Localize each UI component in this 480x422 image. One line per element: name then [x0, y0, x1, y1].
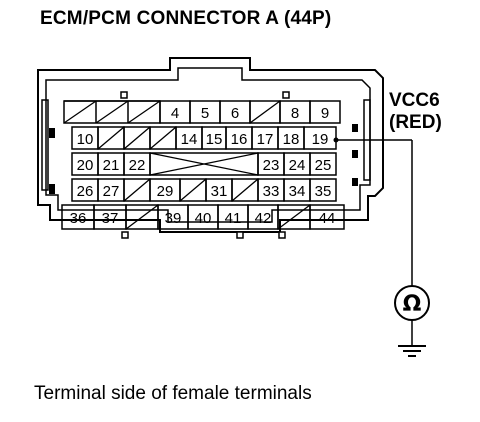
terminal-40: 40 [195, 210, 212, 227]
terminal-26: 26 [77, 183, 94, 200]
wire-color: (RED) [389, 112, 442, 133]
ground-icon [398, 345, 426, 357]
terminal-31: 31 [211, 183, 228, 200]
terminal-39: 39 [165, 210, 182, 227]
terminal-22: 22 [129, 157, 146, 174]
terminal-34: 34 [289, 183, 306, 200]
left-latch [41, 99, 49, 191]
terminal-8: 8 [291, 105, 299, 122]
terminal-25: 25 [315, 157, 332, 174]
terminal-15: 15 [206, 131, 223, 148]
signal-name: VCC6 [389, 90, 440, 111]
terminal-41: 41 [225, 210, 242, 227]
test-lead-wire [336, 139, 413, 346]
terminal-42: 42 [255, 210, 272, 227]
terminal-23: 23 [263, 157, 280, 174]
terminal-44: 44 [319, 210, 336, 227]
connector-housing-inner [45, 67, 371, 223]
terminal-5: 5 [201, 105, 209, 122]
terminal-grid [61, 100, 345, 230]
terminal-35: 35 [315, 183, 332, 200]
terminal-36: 36 [70, 210, 87, 227]
terminal-6: 6 [231, 105, 239, 122]
terminal-10: 10 [77, 131, 94, 148]
terminal-16: 16 [231, 131, 248, 148]
terminal-14: 14 [181, 131, 198, 148]
terminal-18: 18 [283, 131, 300, 148]
diagram-caption: Terminal side of female terminals [34, 383, 312, 404]
blank-cell-marks [63, 100, 311, 230]
terminal-37: 37 [102, 210, 119, 227]
ohm-meter-icon: Ω [394, 285, 430, 321]
terminal-19: 19 [312, 131, 329, 148]
terminal-27: 27 [103, 183, 120, 200]
latch-tabs [49, 124, 358, 194]
terminal-33: 33 [263, 183, 280, 200]
terminal-24: 24 [289, 157, 306, 174]
terminal-9: 9 [321, 105, 329, 122]
terminal-20: 20 [77, 157, 94, 174]
connector-housing-outer [37, 57, 384, 233]
svg-text:Ω: Ω [403, 292, 422, 317]
signal-label: VCC6 (RED) [389, 90, 442, 134]
terminal-29: 29 [157, 183, 174, 200]
terminal-17: 17 [257, 131, 274, 148]
terminal-21: 21 [103, 157, 120, 174]
terminal-4: 4 [171, 105, 179, 122]
diagram-title: ECM/PCM CONNECTOR A (44P) [40, 8, 332, 29]
